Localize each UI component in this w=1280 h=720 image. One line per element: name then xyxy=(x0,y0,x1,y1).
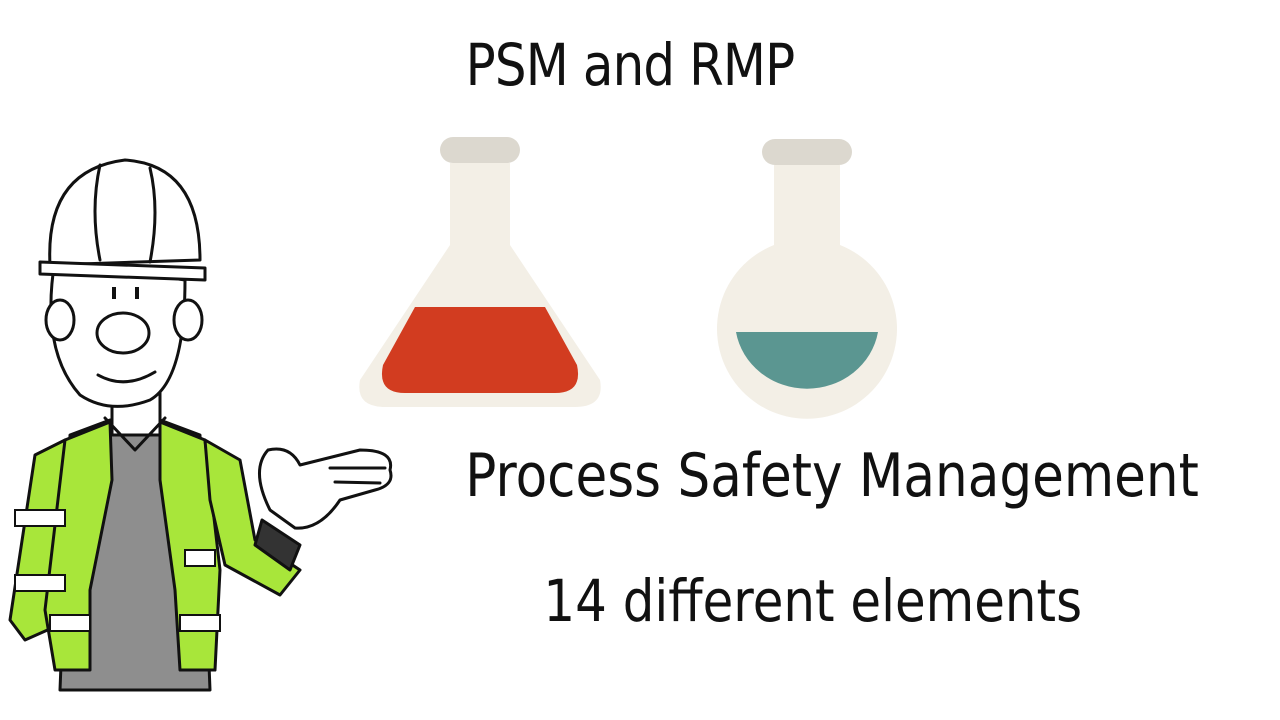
headline-text: Process Safety Management xyxy=(465,441,1199,511)
safety-worker-illustration xyxy=(8,158,393,692)
subline-text: 14 different elements xyxy=(543,567,1083,635)
round-bottom-flask-icon xyxy=(717,139,897,419)
erlenmeyer-flask-icon xyxy=(359,137,601,407)
slide-title: PSM and RMP xyxy=(465,31,796,99)
